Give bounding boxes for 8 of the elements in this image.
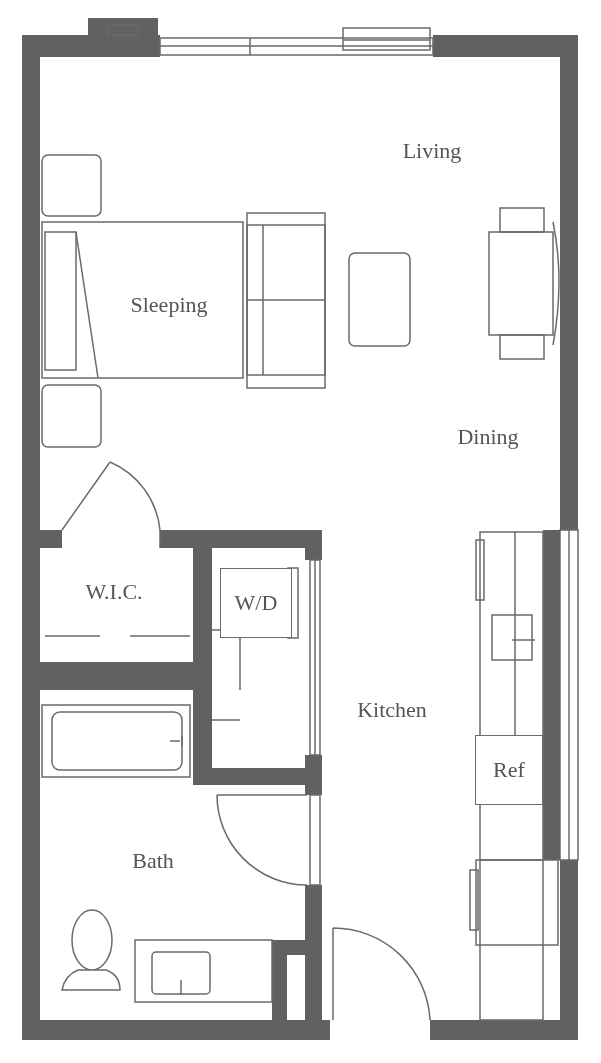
room-label: Sleeping bbox=[130, 294, 208, 316]
appliance-box: Ref bbox=[475, 735, 543, 805]
room-label: Bath bbox=[132, 850, 174, 872]
room-label: Dining bbox=[457, 426, 519, 448]
room-label: Living bbox=[402, 140, 462, 162]
room-label: Kitchen bbox=[357, 699, 427, 721]
room-label: W.I.C. bbox=[85, 581, 143, 603]
appliance-box: W/D bbox=[220, 568, 292, 638]
